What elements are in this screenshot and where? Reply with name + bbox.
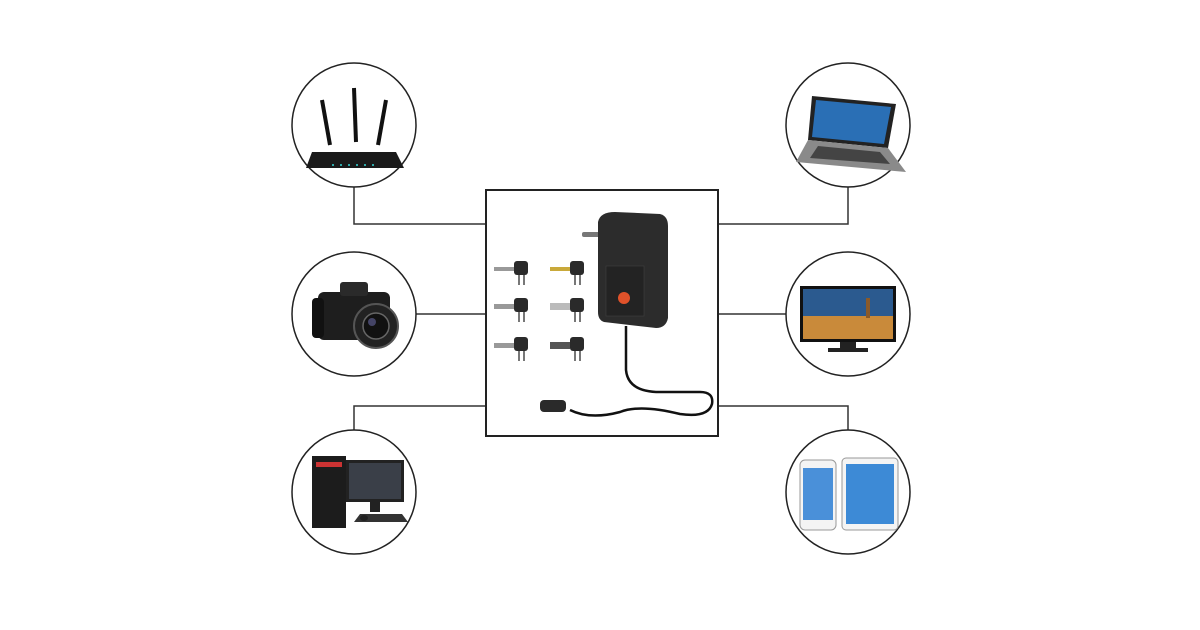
adapter-tips	[494, 261, 584, 361]
connector-mobile	[718, 405, 849, 430]
tip-6	[550, 337, 584, 361]
phone-tablet-icon	[799, 457, 899, 531]
tip-4	[550, 298, 584, 322]
tv-monitor-icon	[800, 286, 896, 352]
camera-icon	[312, 282, 399, 349]
laptop-icon	[796, 96, 906, 172]
universal-power-adapter-icon	[494, 212, 714, 417]
router-icon	[306, 87, 404, 168]
connector-laptop	[718, 187, 849, 225]
connector-desktop	[353, 405, 486, 430]
connector-lines	[353, 187, 849, 430]
tip-3	[494, 298, 528, 322]
desktop-computer-icon	[312, 456, 408, 528]
tip-5	[494, 337, 528, 361]
tip-2	[550, 261, 584, 285]
connector-router	[353, 187, 486, 225]
tip-1	[494, 261, 528, 285]
